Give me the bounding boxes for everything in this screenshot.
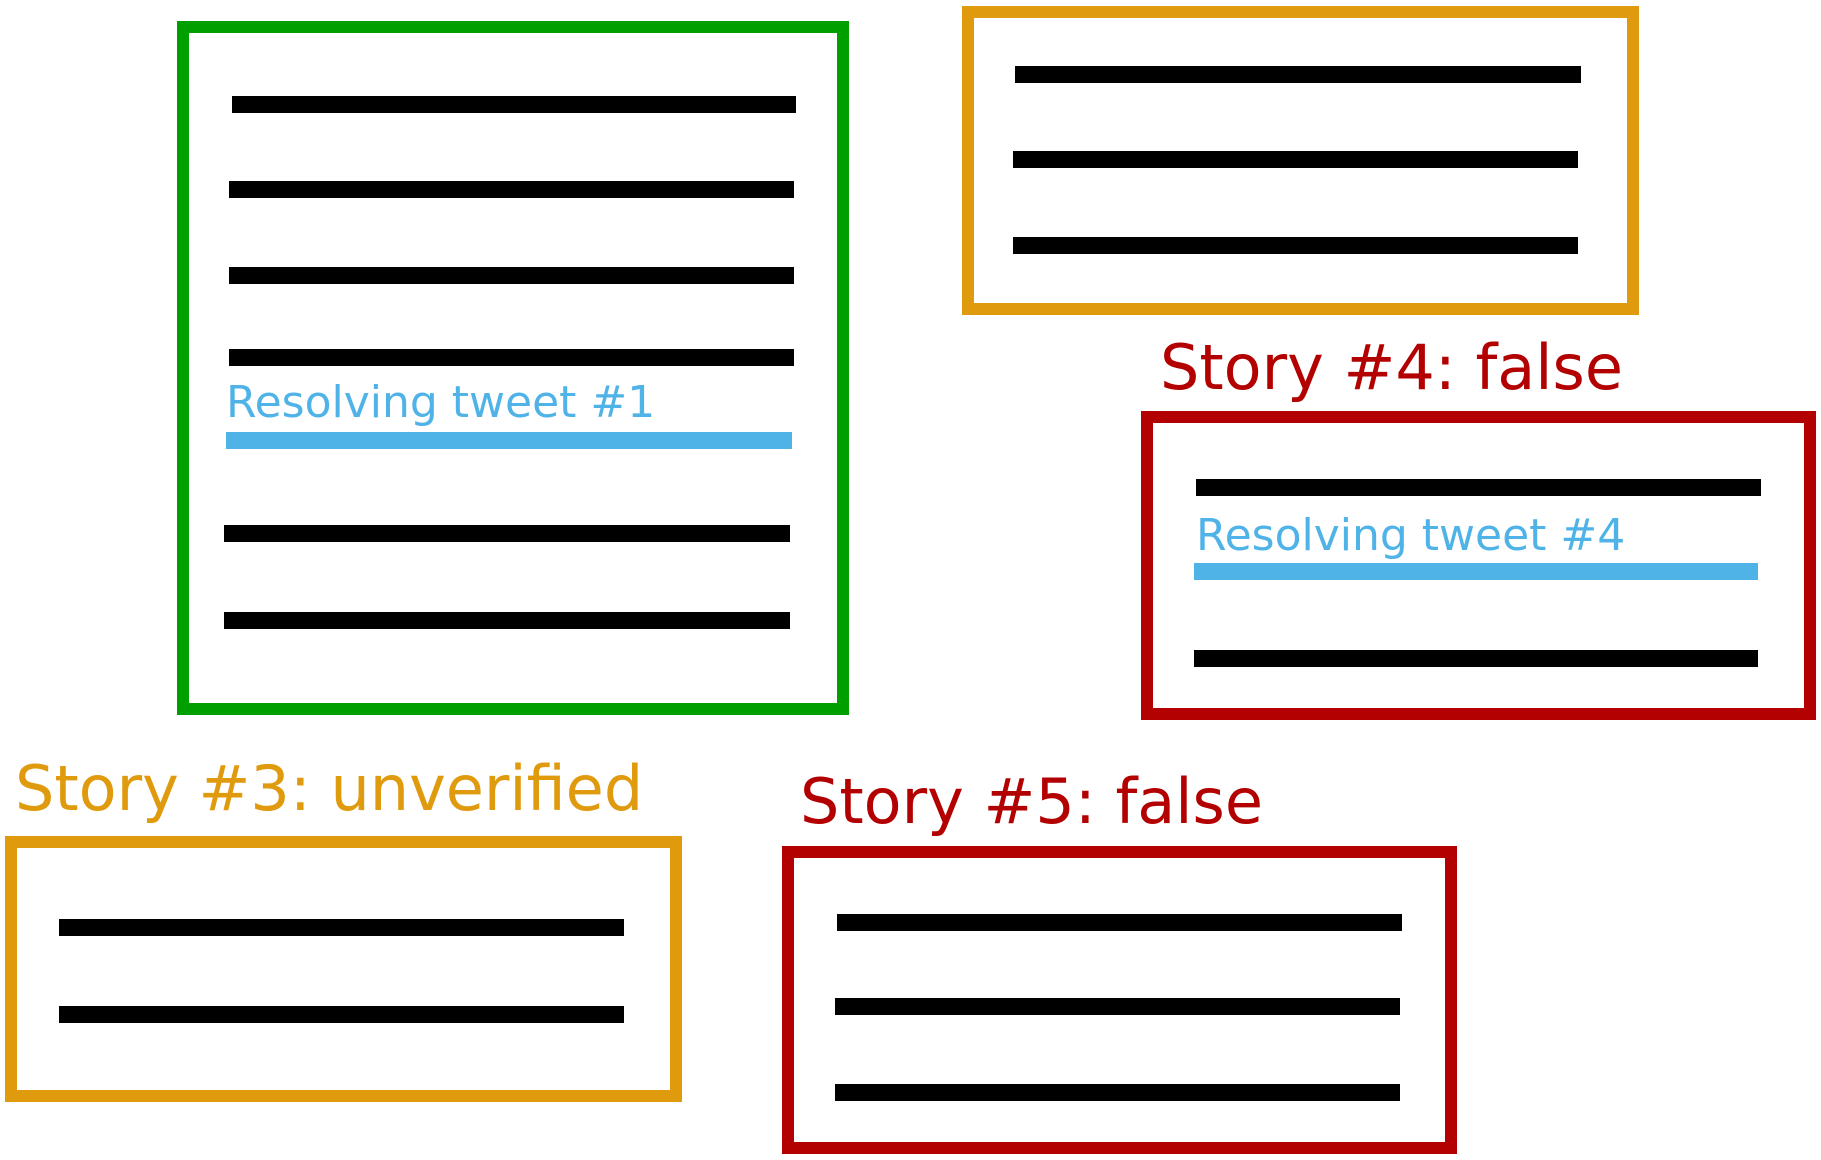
story-1-tweet-3 — [229, 267, 794, 284]
story-5-tweet-3 — [835, 1084, 1400, 1101]
story-4-resolving-tweet — [1194, 563, 1758, 580]
story-4-resolving-tweet-label: Resolving tweet #4 — [1196, 510, 1626, 561]
story-4-tweet-1 — [1196, 479, 1761, 496]
story-2-tweet-2 — [1013, 151, 1578, 168]
story-1-tweet-1 — [232, 96, 796, 113]
story-1-tweet-4 — [229, 349, 794, 366]
story-5-tweet-2 — [835, 998, 1400, 1015]
story-3-tweet-2 — [59, 1006, 624, 1023]
story-5-label: Story #5: false — [800, 765, 1263, 838]
story-1-resolving-tweet — [226, 432, 792, 449]
story-2-tweet-1 — [1015, 66, 1581, 83]
story-1-tweet-6 — [224, 612, 790, 629]
story-5-tweet-1 — [837, 914, 1402, 931]
story-3-box — [5, 836, 682, 1102]
story-1-tweet-5 — [224, 525, 790, 542]
story-1-box — [177, 21, 849, 715]
story-3-tweet-1 — [59, 919, 624, 936]
story-4-tweet-2 — [1194, 650, 1758, 667]
story-1-resolving-tweet-label: Resolving tweet #1 — [226, 377, 656, 428]
story-3-label: Story #3: unverified — [15, 752, 644, 825]
story-2-tweet-3 — [1013, 237, 1578, 254]
story-1-tweet-2 — [229, 181, 794, 198]
story-4-label: Story #4: false — [1160, 331, 1623, 404]
